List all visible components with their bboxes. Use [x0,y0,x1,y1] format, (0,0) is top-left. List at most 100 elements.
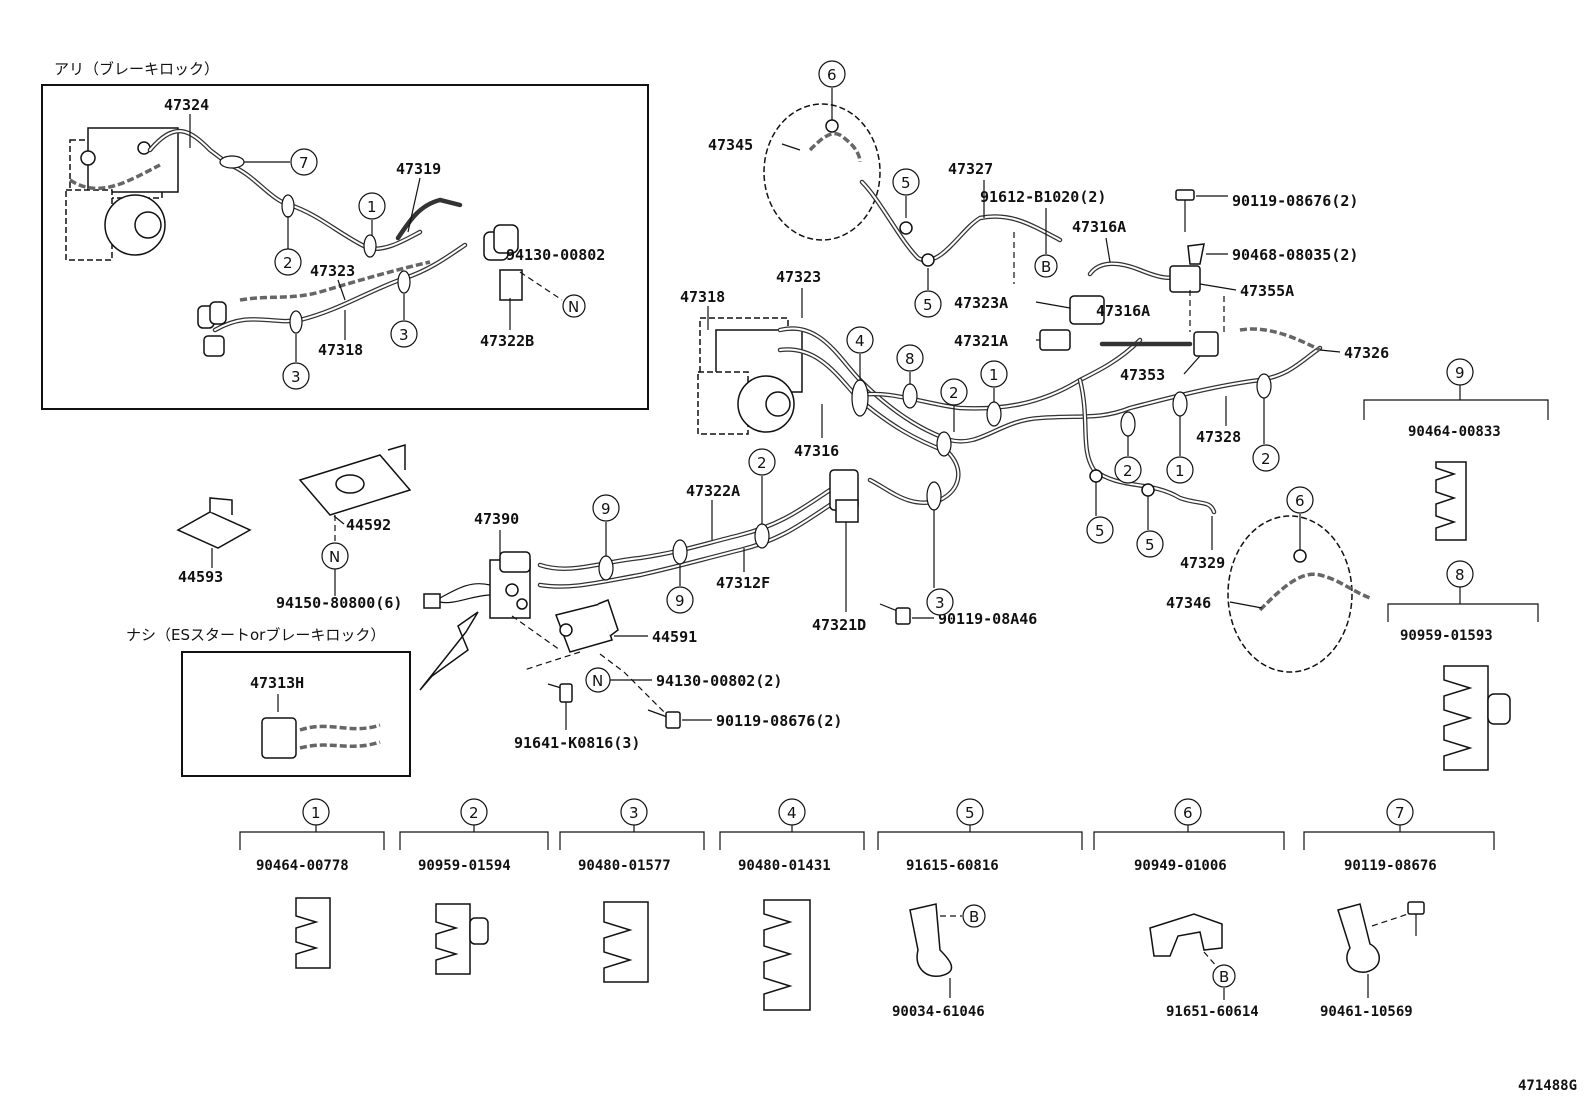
clip-2-icon [435,903,471,975]
label-90119-08676-2b: 90119-08676(2) [716,712,842,730]
callout-9-b: 9 [675,592,685,610]
connector-47323a-icon [1069,295,1105,325]
legend-5: 5 91615-60816 B 90034-61046 [877,798,1083,1020]
legend-7-sub: 90461-10569 [1320,1004,1413,1020]
clip-6-slot-icon [1443,665,1511,771]
callout-5-b: 5 [1145,536,1155,554]
legend-1-num: 1 [311,804,321,822]
label-47323: 47323 [776,268,821,286]
label-47322a: 47322A [686,482,740,500]
legend-2-part: 90959-01594 [418,858,511,874]
label-94130-00802-inset: 94130-00802 [506,246,605,264]
legend-3: 3 90480-01577 [559,798,705,983]
label-44591: 44591 [652,628,697,646]
label-44593: 44593 [178,568,223,586]
label-47345: 47345 [708,136,753,154]
legend-8-part: 90959-01593 [1400,628,1493,644]
inset-frame [41,84,649,410]
label-94130-00802-2: 94130-00802(2) [656,672,782,690]
legend-5-part: 91615-60816 [906,858,999,874]
bracket-44592-icon [298,443,412,516]
callout-6-mid: 6 [1295,492,1305,510]
callout-2-c: 2 [949,384,959,402]
marker-n-inset: N [568,298,579,316]
label-47312f: 47312F [716,574,770,592]
clip-pair-icon [197,301,227,357]
hose-47345-outline [763,103,881,241]
legend-8-num: 8 [1455,566,1465,584]
clamp-5-icon [909,903,953,977]
valve-47321d-icon [829,469,859,523]
no-es-start-title: ナシ（ESスタートorブレーキロック） [126,626,385,644]
callout-2-d: 2 [1123,462,1133,480]
bracket-6-icon [1149,913,1223,957]
arrow-icon [419,611,479,691]
callout-5-a: 5 [1095,522,1105,540]
label-47346: 47346 [1166,594,1211,612]
label-91641: 91641-K0816(3) [514,734,640,752]
label-47322b: 47322B [480,332,534,350]
callout-6-top: 6 [827,66,837,84]
callout-5-top: 5 [901,174,911,192]
legend-9-num: 9 [1455,364,1465,382]
bolt-icon [547,683,573,703]
label-47355a: 47355A [1240,282,1294,300]
label-47323-inset: 47323 [310,262,355,280]
legend-6-mark: B [1219,968,1229,986]
legend-7: 7 90119-08676 90461-10569 [1303,798,1495,1020]
label-47329: 47329 [1180,554,1225,572]
label-47323a: 47323A [954,294,1008,312]
legend-5-mark: B [969,908,979,926]
actuator-icon [65,127,179,261]
legend-9: 9 90464-00833 [1363,358,1549,541]
label-47313h: 47313H [250,674,304,692]
clip-3-icon [603,901,649,983]
legend-1-part: 90464-00778 [256,858,349,874]
legend-1: 1 90464-00778 [239,798,385,969]
clip-4-icon [763,899,811,1011]
legend-2: 2 90959-01594 [399,798,549,975]
marker-b-top: B [1041,258,1051,276]
bracket-47353-icon [1193,331,1219,357]
label-47353: 47353 [1120,366,1165,384]
bracket-44591-icon [555,599,619,653]
legend-8: 8 90959-01593 [1387,560,1539,771]
label-47316: 47316 [794,442,839,460]
bracket-47355a-icon [1169,265,1201,293]
no-es-start-frame [181,651,411,777]
legend-9-part: 90464-00833 [1408,424,1501,440]
bracket-47322b-icon [483,224,523,301]
callout-2-e: 2 [1261,450,1271,468]
bolt-icon [1175,189,1195,232]
bracket-44593-icon [176,497,252,549]
bolt-icon [879,603,911,625]
label-91612: 91612-B1020(2) [980,188,1106,206]
label-94150: 94150-80800(6) [276,594,402,612]
callout-8: 8 [905,350,915,368]
label-90119-08a46: 90119-08A46 [938,610,1037,628]
label-47316a-a: 47316A [1072,218,1126,236]
label-90119-08676-2a: 90119-08676(2) [1232,192,1358,210]
label-47328: 47328 [1196,428,1241,446]
clamp-7-icon [1337,903,1380,973]
legend-3-num: 3 [629,804,639,822]
callout-4: 4 [855,332,865,350]
figure-id: 471488G [1518,1078,1577,1094]
legend-6-sub: 91651-60614 [1166,1004,1259,1020]
callout-1-c: 1 [989,366,999,384]
bolt-icon [647,709,681,729]
legend-6-part: 90949-01006 [1134,858,1227,874]
label-47321a: 47321A [954,332,1008,350]
label-47324: 47324 [164,96,209,114]
inset-title: アリ（ブレーキロック） [54,60,219,78]
hose-47346-outline [1227,515,1353,673]
label-47318: 47318 [680,288,725,306]
callout-3-inset-a: 3 [399,326,409,344]
label-47316a-b: 47316A [1096,302,1150,320]
label-47326: 47326 [1344,344,1389,362]
clip-4-slot-icon [1435,461,1467,541]
legend-5-sub: 90034-61046 [892,1004,985,1020]
callout-1-d: 1 [1175,462,1185,480]
callout-9-a: 9 [601,500,611,518]
